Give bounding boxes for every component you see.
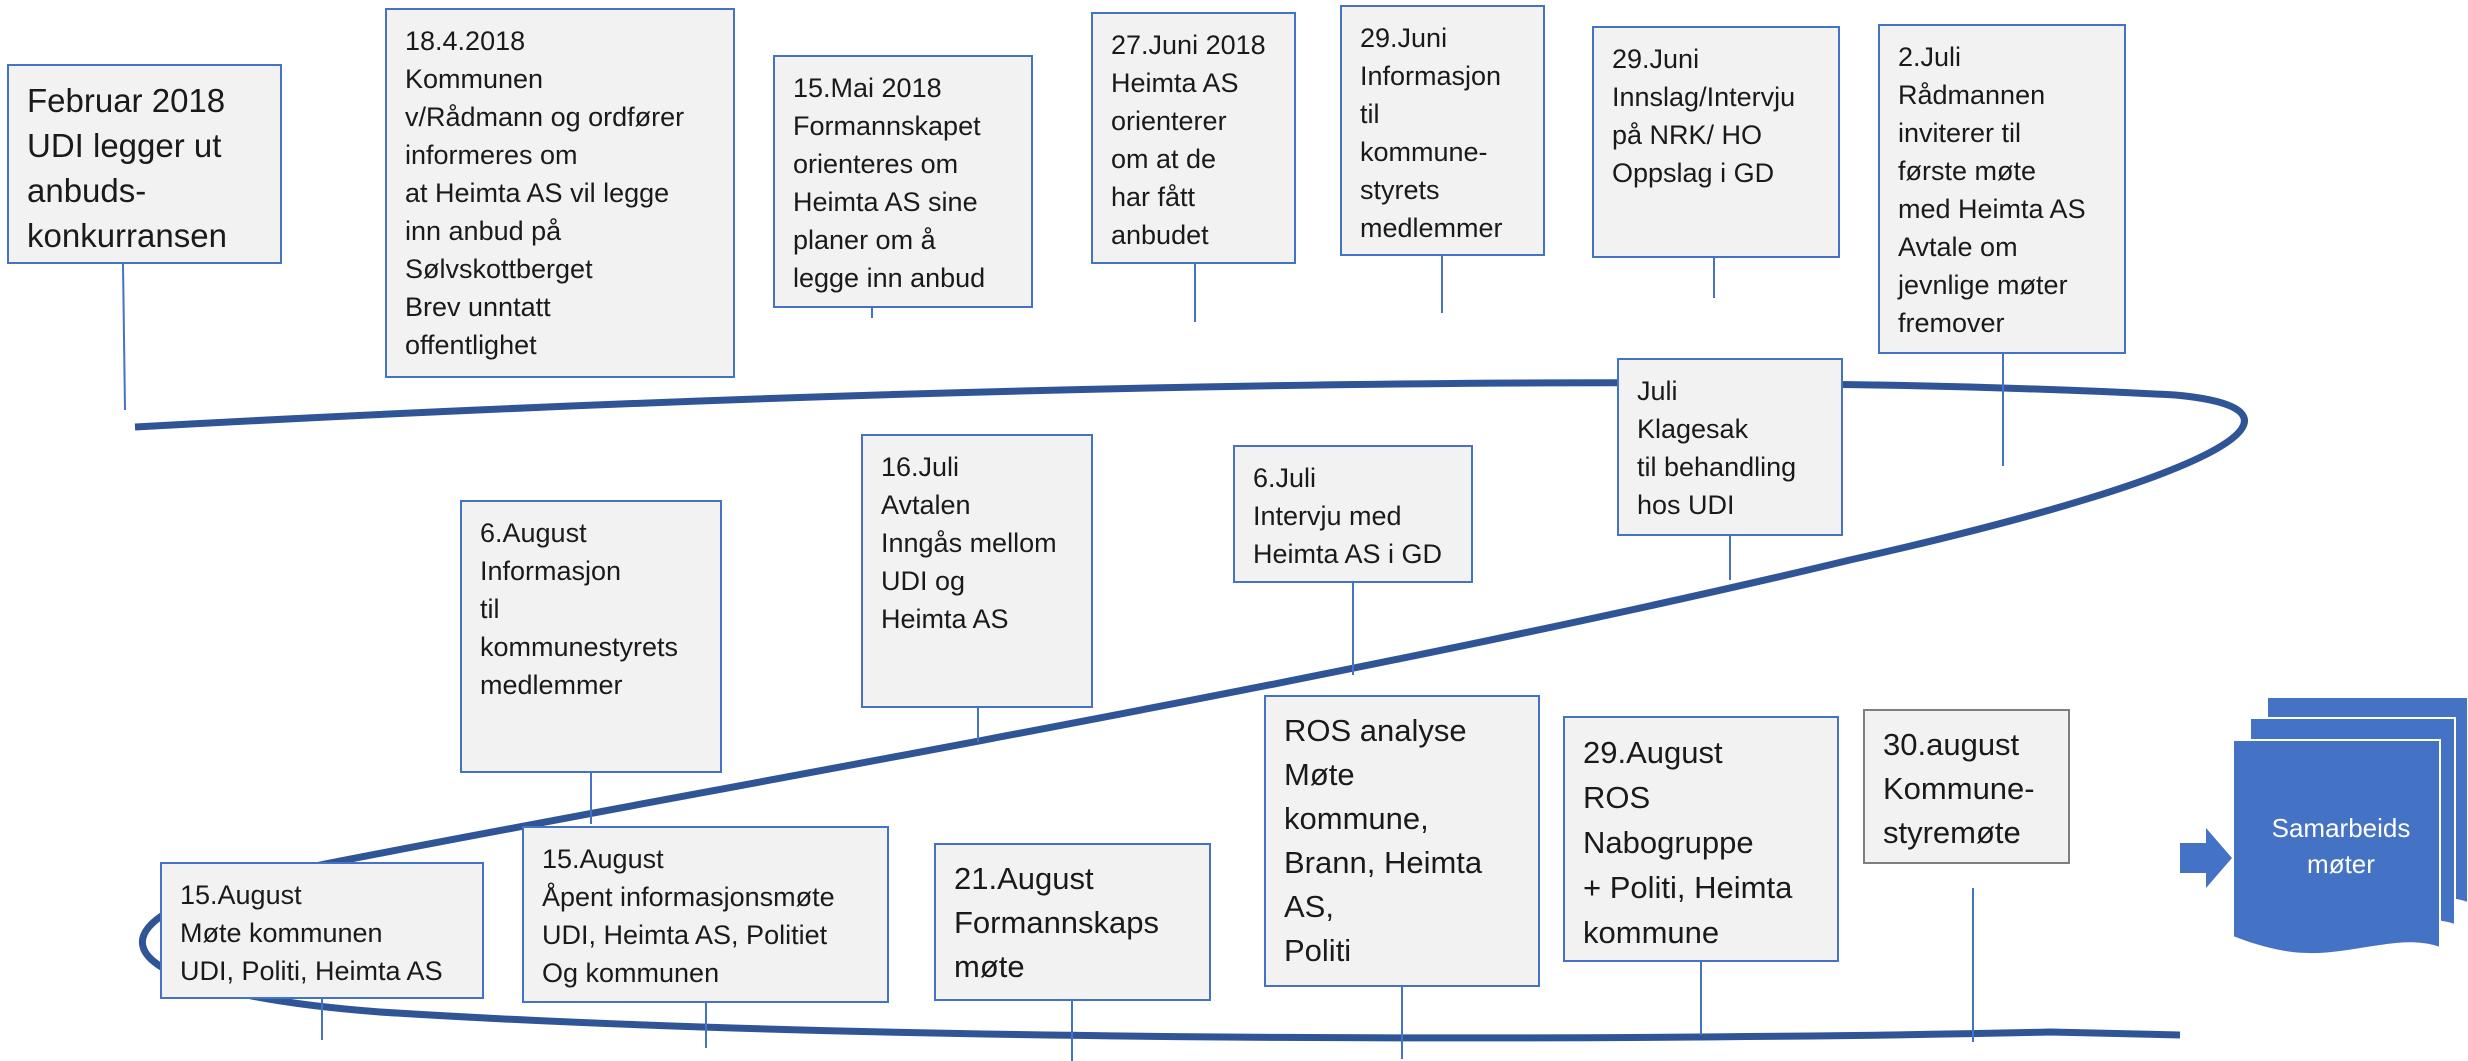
event-18-april-2018: 18.4.2018 Kommunen v/Rådmann og ordfører…	[385, 8, 735, 378]
event-15-august-mote: 15.August Møte kommunen UDI, Politi, Hei…	[160, 862, 484, 999]
event-juli-klagesak: Juli Klagesak til behandling hos UDI	[1617, 358, 1843, 536]
event-29-juni-informasjon: 29.Juni Informasjon til kommune- styrets…	[1340, 5, 1545, 256]
connector-lines	[122, 256, 2004, 1061]
event-21-august: 21.August Formannskaps møte	[934, 843, 1211, 1001]
samarbeidsmoter-label: Samarbeids møter	[2271, 813, 2411, 879]
timeline-path	[134, 379, 2248, 1042]
event-ros-analyse: ROS analyse Møte kommune, Brann, Heimta …	[1264, 695, 1540, 987]
event-30-august: 30.august Kommune- styremøte	[1863, 709, 2070, 864]
event-29-juni-nrk: 29.Juni Innslag/Intervju på NRK/ HO Opps…	[1592, 26, 1840, 258]
multidocument-icon	[2232, 696, 2468, 956]
event-6-juli: 6.Juli Intervju med Heimta AS i GD	[1233, 445, 1473, 583]
event-29-august: 29.August ROS Nabogruppe + Politi, Heimt…	[1563, 716, 1839, 962]
right-arrow-icon	[2180, 828, 2232, 888]
event-27-juni-2018: 27.Juni 2018 Heimta AS orienterer om at …	[1091, 12, 1296, 264]
event-15-mai-2018: 15.Mai 2018 Formannskapet orienteres om …	[773, 55, 1033, 308]
event-feb-2018: Februar 2018 UDI legger ut anbuds- konku…	[7, 64, 282, 264]
event-16-juli: 16.Juli Avtalen Inngås mellom UDI og Hei…	[861, 434, 1093, 708]
event-2-juli: 2.Juli Rådmannen inviterer til første mø…	[1878, 24, 2126, 354]
event-6-august: 6.August Informasjon til kommunestyrets …	[460, 500, 722, 773]
event-15-august-informasjonsmote: 15.August Åpent informasjonsmøte UDI, He…	[522, 826, 889, 1003]
